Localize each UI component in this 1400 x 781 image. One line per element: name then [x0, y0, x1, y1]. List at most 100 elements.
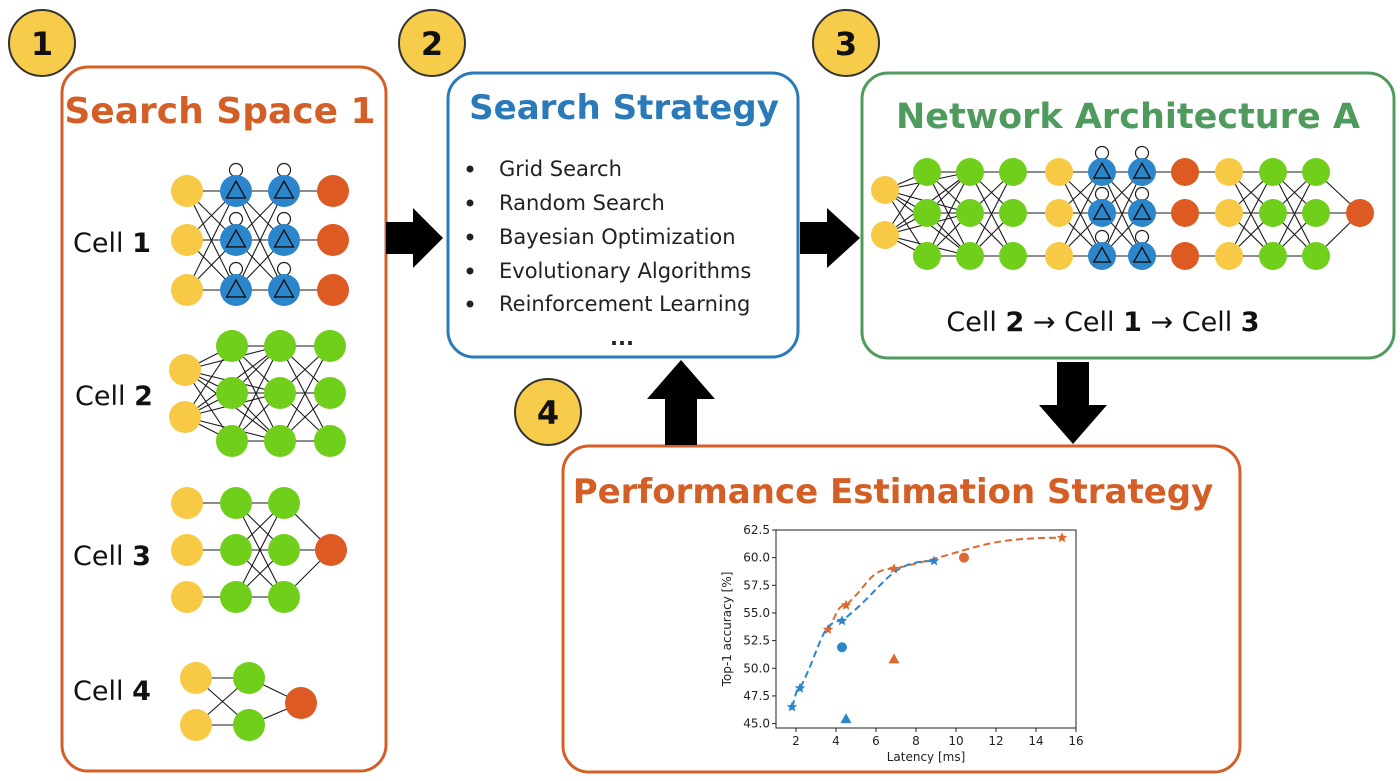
arrow-architecture-to-performance — [1039, 362, 1107, 444]
network-node — [871, 176, 899, 204]
network-node — [180, 709, 212, 741]
y-tick-label: 47.5 — [743, 689, 770, 703]
network-node — [220, 581, 252, 613]
performance-box — [561, 444, 1242, 774]
network-node — [317, 175, 349, 207]
y-tick-label: 57.5 — [743, 578, 770, 592]
network-node — [268, 487, 300, 519]
network-node — [1215, 199, 1243, 227]
network-node — [871, 221, 899, 249]
x-tick-label: 2 — [792, 734, 800, 748]
network-node — [171, 581, 203, 613]
performance-title: Performance Estimation Strategy — [573, 472, 1214, 512]
y-tick-label: 52.5 — [743, 634, 770, 648]
arrow-strategy-to-architecture — [800, 208, 860, 268]
edge — [1101, 171, 1143, 257]
x-tick-label: 10 — [948, 734, 963, 748]
chart-point-star — [888, 563, 900, 574]
network-node — [268, 581, 300, 613]
search-space-box — [60, 65, 388, 773]
cell-sequence: Cell 2 → Cell 1 → Cell 3 — [946, 307, 1259, 338]
network-node — [314, 330, 346, 362]
network-node — [913, 199, 941, 227]
chart-point-star — [786, 701, 798, 712]
network-node — [1302, 158, 1330, 186]
network-architecture-box — [860, 71, 1396, 360]
cell-4-label: Cell 4 — [73, 676, 151, 707]
network-node — [1088, 229, 1116, 270]
network-node — [220, 534, 252, 566]
network-node — [264, 377, 296, 409]
chart-point-circle — [959, 552, 969, 563]
x-tick-label: 4 — [832, 734, 840, 748]
network-node — [1215, 158, 1243, 186]
network-architecture-title: Network Architecture A — [896, 97, 1360, 137]
edge — [926, 171, 971, 257]
network-node — [180, 662, 212, 694]
step-badge-2: 2 — [398, 9, 466, 77]
network-node — [956, 158, 984, 186]
network-node — [1045, 158, 1073, 186]
chart-xlabel: Latency [ms] — [887, 750, 966, 764]
chart-point-triangle — [840, 713, 852, 724]
chart-point-star — [840, 599, 852, 610]
arrow-space-to-strategy — [386, 208, 443, 268]
x-tick-label: 8 — [912, 734, 920, 748]
network-node — [268, 211, 300, 256]
network-node — [268, 162, 300, 207]
network-node — [999, 158, 1027, 186]
chart-series-line — [791, 559, 935, 708]
chart-point-star — [836, 615, 848, 626]
network-node — [264, 425, 296, 457]
network-node — [1045, 199, 1073, 227]
y-tick-label: 55.0 — [743, 606, 770, 620]
network-node — [1171, 158, 1199, 186]
y-tick-label: 60.0 — [743, 551, 770, 565]
edge — [1058, 171, 1103, 257]
network-node — [1302, 199, 1330, 227]
network-node — [1088, 186, 1116, 227]
network-node — [216, 425, 248, 457]
network-node — [1128, 186, 1156, 227]
network-node — [233, 709, 265, 741]
network-node — [233, 662, 265, 694]
chart-series-line — [827, 536, 1063, 631]
svg-text:2: 2 — [421, 25, 443, 63]
network-node — [999, 199, 1027, 227]
network-node — [1128, 229, 1156, 270]
x-tick-label: 16 — [1068, 734, 1083, 748]
chart-point-star — [928, 555, 940, 566]
network-node — [1045, 242, 1073, 270]
network-node — [171, 175, 203, 207]
edge — [279, 345, 331, 442]
strategy-item: Grid Search — [499, 157, 622, 181]
network-node — [220, 261, 252, 306]
network-node — [1346, 199, 1374, 227]
network-node — [913, 242, 941, 270]
network-node — [268, 534, 300, 566]
edge — [231, 345, 281, 442]
strategy-item: Evolutionary Algorithms — [499, 259, 751, 283]
network-node — [1128, 145, 1156, 186]
svg-text:3: 3 — [835, 25, 857, 63]
strategy-item: Bayesian Optimization — [499, 225, 736, 249]
network-node — [1259, 158, 1287, 186]
network-node — [999, 242, 1027, 270]
network-node — [314, 425, 346, 457]
network-node — [314, 377, 346, 409]
edge — [1228, 171, 1274, 257]
edge — [235, 502, 285, 598]
network-node — [1259, 199, 1287, 227]
network-node — [317, 224, 349, 256]
search-space-title: Search Space 1 — [64, 91, 375, 132]
chart-point-star — [1056, 532, 1068, 543]
chart-plot-area — [775, 529, 1077, 729]
svg-text:1: 1 — [31, 25, 53, 63]
network-node — [956, 199, 984, 227]
network-node — [285, 687, 317, 719]
network-node — [956, 242, 984, 270]
chart-point-circle — [837, 642, 847, 653]
network-node — [220, 211, 252, 256]
